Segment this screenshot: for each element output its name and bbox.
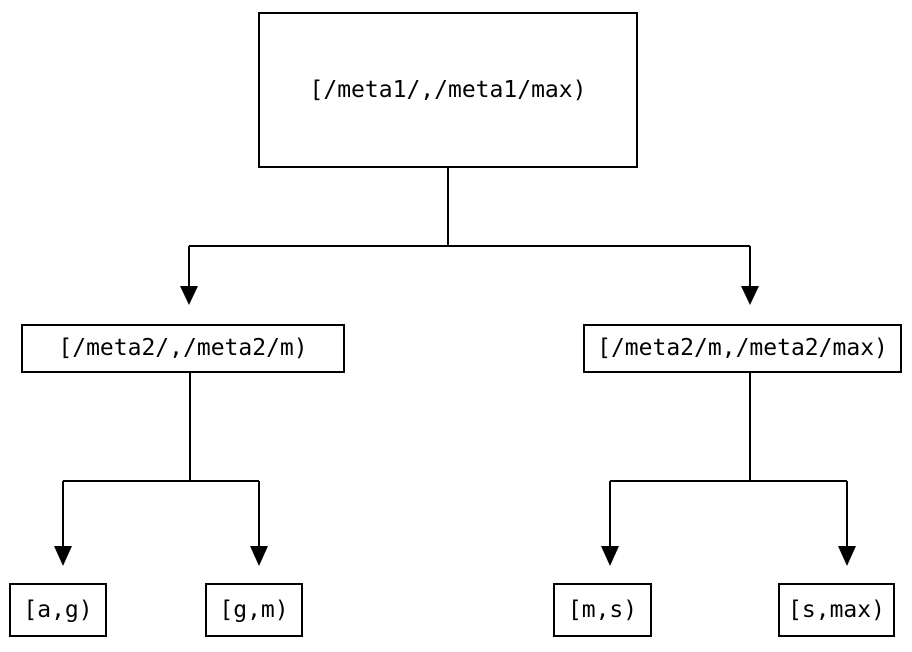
- tree-node-leaf-gm-label: [g,m): [219, 596, 289, 623]
- edge-root-to-level2: [180, 168, 759, 305]
- tree-node-leaf-smax-label: [s,max): [788, 596, 885, 623]
- tree-node-leaf-smax: [s,max): [778, 583, 895, 637]
- tree-node-leaf-ms-label: [m,s): [567, 596, 638, 623]
- tree-node-level2-left: [/meta2/,/meta2/m): [21, 324, 345, 373]
- edge-l2left-to-leaves: [54, 373, 268, 566]
- arrowhead-icon-l2right-to-leafsmax: [838, 546, 856, 566]
- arrowhead-icon-l2left-to-leafgm: [250, 546, 268, 566]
- tree-node-level2-right-label: [/meta2/m,/meta2/max): [597, 335, 888, 361]
- edge-l2right-to-leaves: [601, 373, 856, 566]
- tree-node-level2-left-label: [/meta2/,/meta2/m): [58, 335, 308, 361]
- tree-node-root: [/meta1/,/meta1/max): [258, 12, 638, 168]
- arrowhead-icon-root-to-l2right: [741, 286, 759, 305]
- tree-node-leaf-ag: [a,g): [9, 583, 107, 637]
- arrowhead-icon-l2left-to-leafag: [54, 546, 72, 566]
- tree-node-leaf-ag-label: [a,g): [23, 596, 93, 623]
- tree-node-root-label: [/meta1/,/meta1/max): [309, 76, 587, 103]
- tree-node-level2-right: [/meta2/m,/meta2/max): [583, 324, 902, 373]
- tree-node-leaf-ms: [m,s): [553, 583, 652, 637]
- arrowhead-icon-root-to-l2left: [180, 286, 198, 305]
- arrowhead-icon-l2right-to-leafms: [601, 546, 619, 566]
- tree-node-leaf-gm: [g,m): [205, 583, 303, 637]
